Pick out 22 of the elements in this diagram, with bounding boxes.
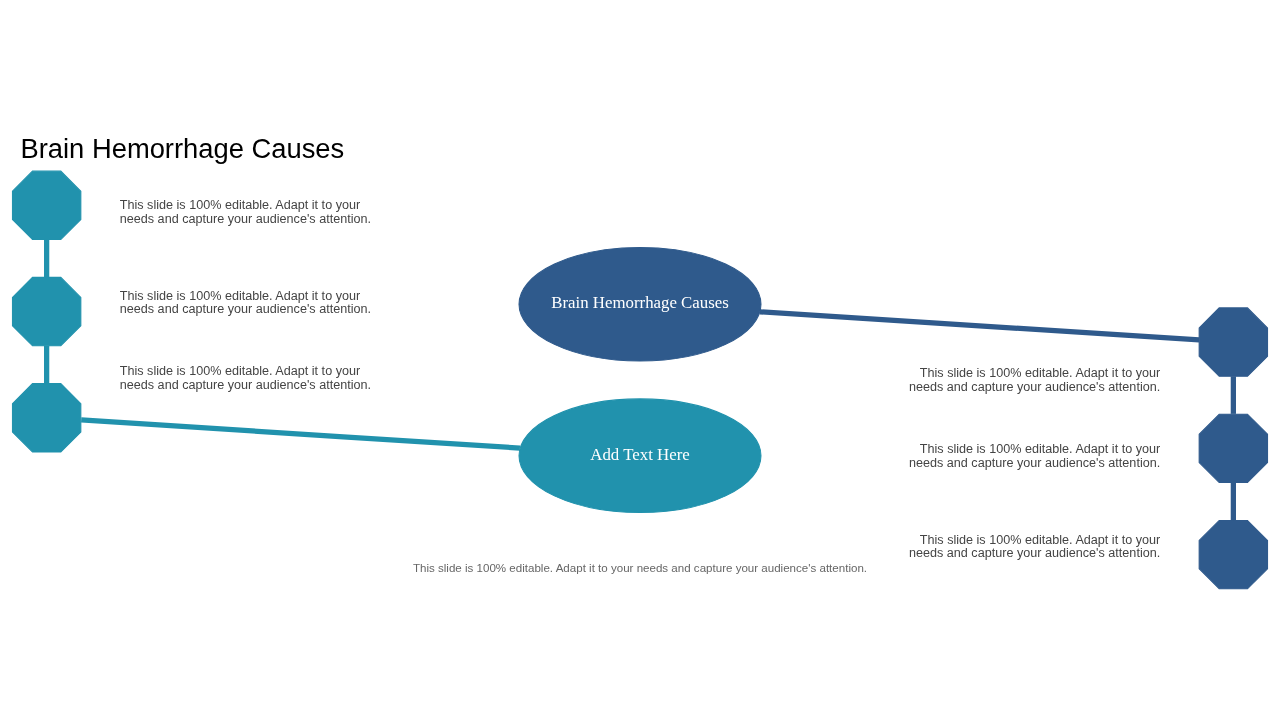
connector <box>759 308 1200 343</box>
connector <box>81 416 521 451</box>
connector <box>44 345 50 383</box>
node-label: This slide is 100% editable. Adapt it to your needs and capture your audience's attention. <box>119 288 372 316</box>
node-octagon <box>11 170 82 240</box>
node-label: This slide is 100% editable. Adapt it to your needs and capture your audience's attention. <box>908 441 1161 470</box>
label: This slide is 100% editable. Adapt it to your needs and capture your audience's attention. <box>412 561 868 574</box>
diagram-title: Brain Hemorrhage Causes <box>20 132 345 164</box>
connector <box>1230 482 1236 520</box>
node-ellipse: Brain Hemorrhage Causes <box>518 246 762 362</box>
node-octagon <box>1198 413 1269 483</box>
node-octagon <box>11 276 82 346</box>
node-label: This slide is 100% editable. Adapt it to your needs and capture your audience's attention. <box>908 532 1161 560</box>
node-ellipse: Add Text Here <box>518 397 762 513</box>
node-octagon <box>11 382 82 453</box>
node-label: This slide is 100% editable. Adapt it to your needs and capture your audience's attention. <box>119 363 372 392</box>
node-octagon <box>1198 306 1269 377</box>
connector <box>44 239 50 277</box>
node-label: This slide is 100% editable. Adapt it to your needs and capture your audience's attention. <box>119 197 372 226</box>
node-label: This slide is 100% editable. Adapt it to your needs and capture your audience's attention. <box>908 365 1161 394</box>
connector <box>1230 375 1236 414</box>
node-octagon <box>1198 519 1269 589</box>
